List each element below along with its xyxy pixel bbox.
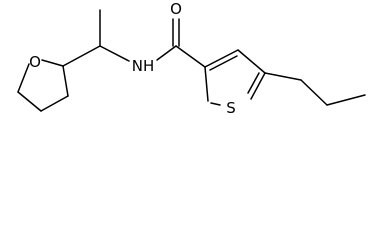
bond-carbonyl-c-ring [175,45,206,68]
bond-thio-c3-c4 [204,49,239,68]
atom-labels: O NH O S [29,0,236,117]
atom-label-thiophene-sulfur: S [226,99,236,117]
bond-thio-c3-c4-inner [209,55,238,71]
tetrahydrofuran-ring [17,59,69,112]
bond-thio-s-c2 [210,102,221,106]
bond-propyl-2 [300,79,328,106]
bond-thf-c5-o [17,63,30,93]
bond-thf-c2-c3 [62,65,69,97]
bond-c2-ch [62,45,101,67]
bond-thio-c5-s-inner [247,72,260,94]
bond-ch-n [99,45,130,62]
amide-group [156,18,206,68]
bond-propyl-3 [326,94,366,106]
atom-label-amide-nitrogen: NH [132,57,155,75]
propyl-chain [264,72,366,106]
bond-thf-o-c2 [41,59,64,67]
bond-thf-c3-c4 [40,95,69,112]
bond-thio-c4-c5 [237,49,266,74]
bond-thio-c2-c3 [204,66,209,102]
molecule-diagram: O NH O S [17,0,366,117]
atom-label-carbonyl-oxygen: O [170,0,182,18]
bond-n-carbonyl-c [156,45,177,61]
bond-thio-c5-s [250,72,266,100]
ethyl-linker [62,9,130,67]
bond-propyl-1 [264,72,302,81]
thiophene-ring [204,49,266,106]
atom-label-ring-oxygen: O [29,53,41,71]
bond-thf-c4-c5 [17,91,42,112]
